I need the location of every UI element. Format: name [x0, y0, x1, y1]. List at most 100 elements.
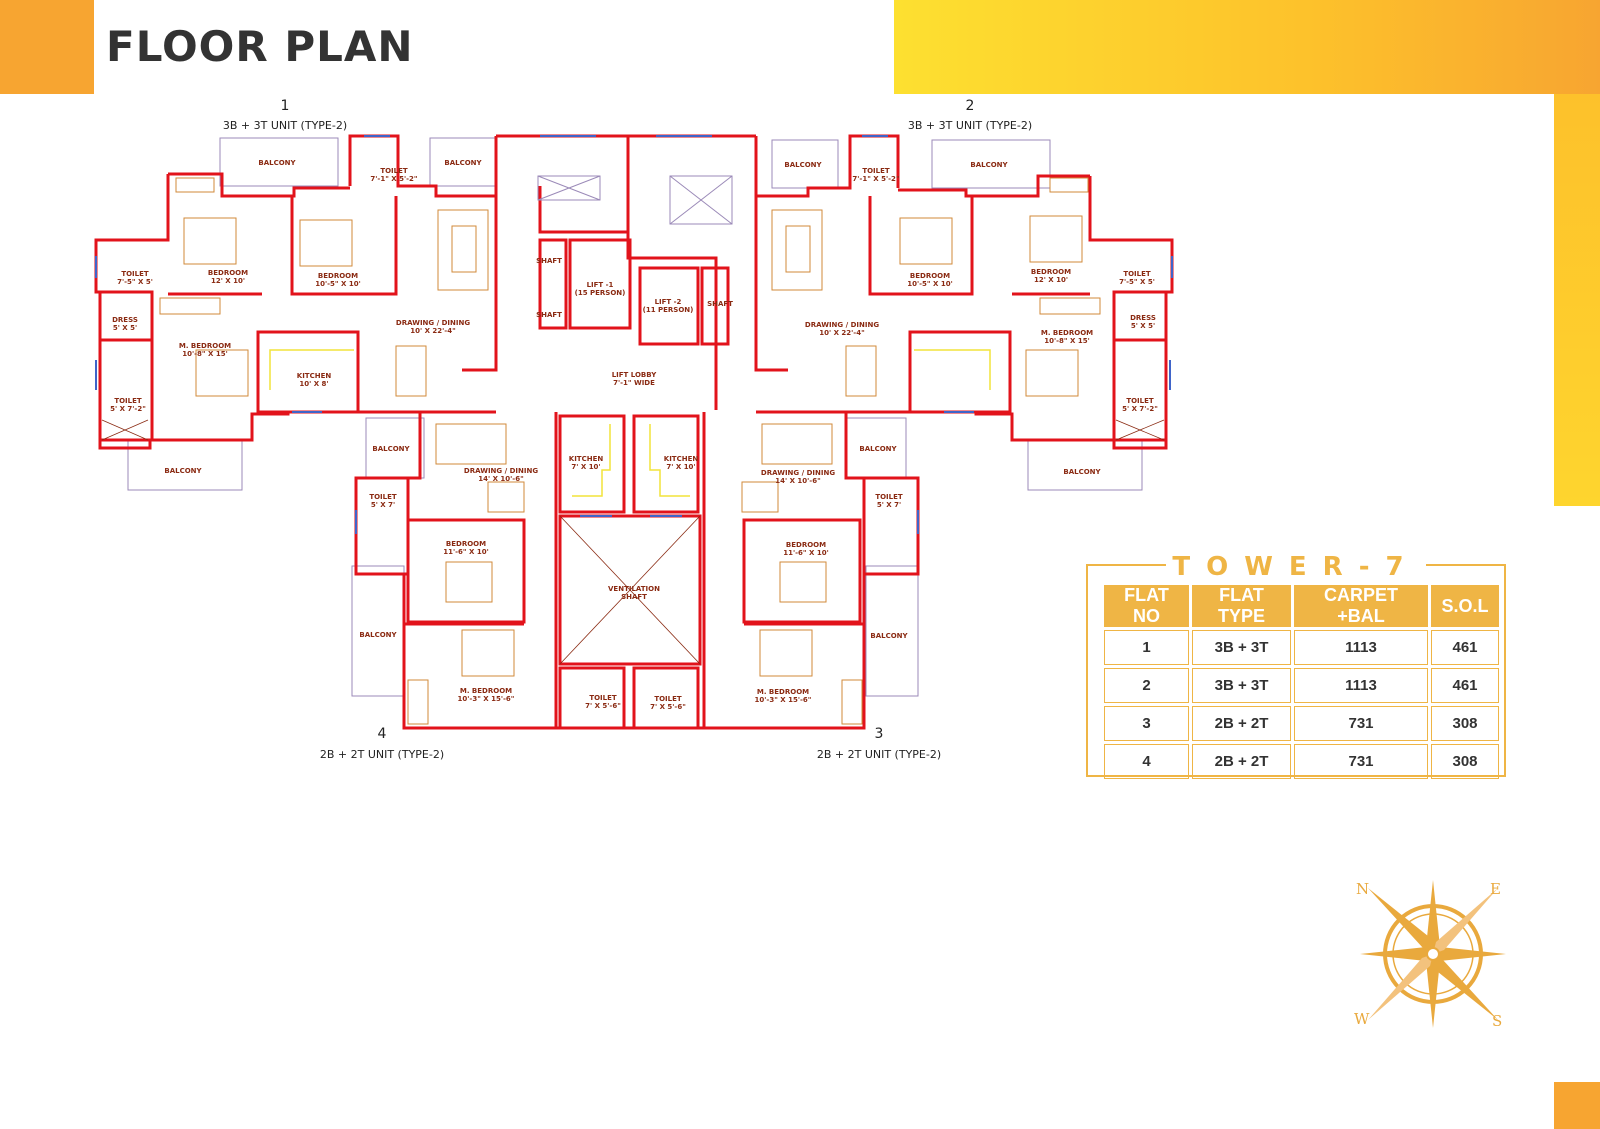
room-label: (15 PERSON): [575, 289, 626, 297]
unit-4-caption: 2B + 2T UNIT (TYPE-2): [320, 748, 444, 761]
compass-e-label: E: [1490, 880, 1501, 898]
column-header: S.O.L: [1431, 585, 1499, 627]
room-label: BEDROOM: [446, 540, 486, 548]
room-label: LIFT -2: [655, 298, 682, 306]
room-label: BALCONY: [359, 631, 397, 639]
unit-3-number: 3: [875, 726, 884, 742]
room-label: 5' X 5': [113, 324, 137, 332]
room-label: 7'-1" X 5'-2": [370, 175, 417, 183]
table-cell: 308: [1431, 744, 1499, 779]
room-label: 5' X 7'-2": [1122, 405, 1158, 413]
room-label: 11'-6" X 10': [443, 548, 488, 556]
room-label: 7'-1" WIDE: [613, 379, 655, 387]
room-label: TOILET: [1123, 270, 1151, 278]
room-label: TOILET: [589, 694, 617, 702]
room-label: 5' X 5': [1131, 322, 1155, 330]
tower-summary: TOWER-7 FLAT NO FLAT TYPE CARPET +BAL S.…: [1086, 552, 1506, 779]
room-label: BALCONY: [444, 159, 482, 167]
table-cell: 3B + 3T: [1192, 668, 1291, 703]
table-header-row: FLAT NO FLAT TYPE CARPET +BAL S.O.L: [1104, 585, 1499, 627]
room-label: 7'-5" X 5': [1119, 278, 1155, 286]
header-right-band: [894, 0, 1600, 94]
wall-outlines: [94, 134, 1174, 730]
room-label: KITCHEN: [664, 455, 699, 463]
tower-title: TOWER-7: [1086, 552, 1506, 582]
table-cell: 1: [1104, 630, 1189, 665]
table-cell: 2: [1104, 668, 1189, 703]
room-label: BALCONY: [258, 159, 296, 167]
room-label: (11 PERSON): [643, 306, 694, 314]
room-label: LIFT LOBBY: [612, 371, 658, 379]
room-label: TOILET: [654, 695, 682, 703]
room-label: DRESS: [1130, 314, 1156, 322]
room-label: BALCONY: [870, 632, 908, 640]
table-cell: 3B + 3T: [1192, 630, 1291, 665]
room-label: TOILET: [121, 270, 149, 278]
room-label: 5' X 7': [371, 501, 395, 509]
room-label: 10'-3" X 15'-6": [458, 695, 515, 703]
room-label: BEDROOM: [786, 541, 826, 549]
unit-4-number: 4: [378, 726, 387, 742]
room-label: 10' X 22'-4": [819, 329, 864, 337]
unit-3-caption: 2B + 2T UNIT (TYPE-2): [817, 748, 941, 761]
room-label: 7'-1" X 5'-2": [852, 175, 899, 183]
compass-rose-icon: N E W S: [1354, 880, 1506, 1030]
room-label: 10'-8" X 15': [1044, 337, 1089, 345]
room-label: 10'-5" X 10': [315, 280, 360, 288]
room-label: SHAFT: [621, 593, 647, 601]
room-label: BEDROOM: [1031, 268, 1071, 276]
room-label: BEDROOM: [208, 269, 248, 277]
room-label: BEDROOM: [910, 272, 950, 280]
room-label: 14' X 10'-6": [775, 477, 820, 485]
column-header: FLAT TYPE: [1192, 585, 1291, 627]
room-label: 10'-3" X 15'-6": [755, 696, 812, 704]
room-label: 5' X 7': [877, 501, 901, 509]
room-label: TOILET: [369, 493, 397, 501]
room-label: 10'-5" X 10': [907, 280, 952, 288]
table-row: 3 2B + 2T 731 308: [1104, 706, 1499, 741]
side-accent-bar: [1554, 94, 1600, 506]
room-label: 7' X 5'-6": [585, 702, 621, 710]
room-label: 10' X 8': [299, 380, 328, 388]
room-label: BALCONY: [372, 445, 410, 453]
room-label: VENTILATION: [608, 585, 660, 593]
table-row: 4 2B + 2T 731 308: [1104, 744, 1499, 779]
room-label: 12' X 10': [211, 277, 245, 285]
room-label: SHAFT: [536, 311, 562, 319]
room-label: DRAWING / DINING: [761, 469, 835, 477]
room-label: BALCONY: [970, 161, 1008, 169]
unit-2-number: 2: [966, 98, 975, 114]
room-label: DRAWING / DINING: [464, 467, 538, 475]
room-label: M. BEDROOM: [460, 687, 512, 695]
table-cell: 2B + 2T: [1192, 706, 1291, 741]
room-labels: BALCONY BALCONY TOILET 7'-1" X 5'-2" TOI…: [110, 159, 1158, 711]
table-cell: 461: [1431, 668, 1499, 703]
table-row: 2 3B + 3T 1113 461: [1104, 668, 1499, 703]
table-cell: 731: [1294, 706, 1428, 741]
room-label: M. BEDROOM: [1041, 329, 1093, 337]
room-label: KITCHEN: [569, 455, 604, 463]
table-cell: 461: [1431, 630, 1499, 665]
room-label: M. BEDROOM: [757, 688, 809, 696]
compass-n-label: N: [1356, 880, 1369, 898]
room-label: 5' X 7'-2": [110, 405, 146, 413]
tower-table: FLAT NO FLAT TYPE CARPET +BAL S.O.L 1 3B…: [1101, 582, 1502, 782]
compass-w-label: W: [1354, 1010, 1370, 1028]
room-label: TOILET: [380, 167, 408, 175]
window-markings: [95, 135, 1173, 534]
room-label: 14' X 10'-6": [478, 475, 523, 483]
room-label: BALCONY: [784, 161, 822, 169]
room-label: TOILET: [1126, 397, 1154, 405]
shaft-markings: [101, 175, 1165, 665]
room-label: DRAWING / DINING: [396, 319, 470, 327]
room-label: 10'-8" X 15': [182, 350, 227, 358]
room-label: KITCHEN: [297, 372, 332, 380]
room-label: 7'-5" X 5': [117, 278, 153, 286]
room-label: TOILET: [875, 493, 903, 501]
room-label: 7' X 5'-6": [650, 703, 686, 711]
room-label: BALCONY: [164, 467, 202, 475]
room-label: 11'-6" X 10': [783, 549, 828, 557]
room-label: 7' X 10': [666, 463, 695, 471]
room-label: M. BEDROOM: [179, 342, 231, 350]
